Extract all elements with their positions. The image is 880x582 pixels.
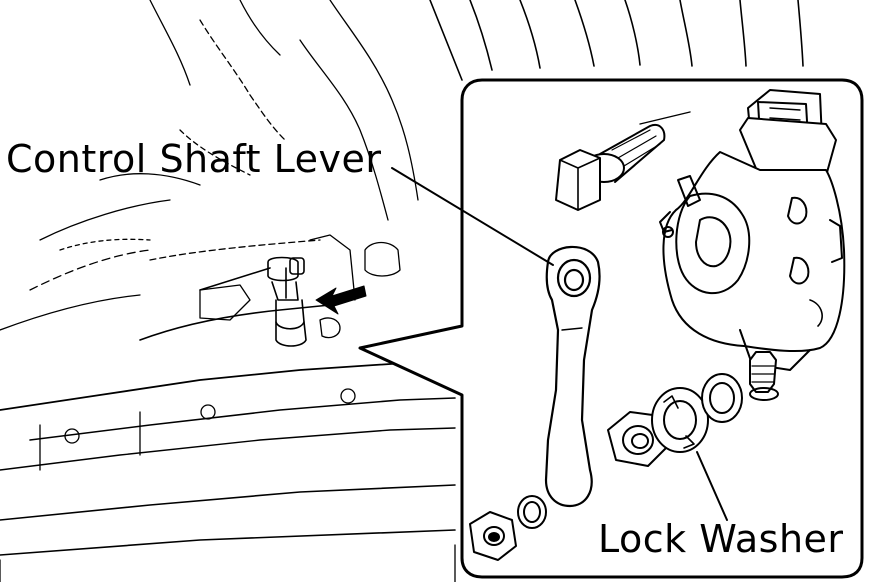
arrow-icon bbox=[315, 285, 367, 315]
split-lock-washer bbox=[517, 495, 547, 529]
bolt bbox=[555, 111, 691, 211]
label-lock-washer: Lock Washer bbox=[598, 517, 844, 561]
lock-washer-leader bbox=[696, 451, 728, 521]
control-shaft-lever-leader bbox=[391, 167, 554, 266]
control-shaft-lever bbox=[544, 245, 601, 508]
lock-washer-part bbox=[651, 387, 709, 453]
lever-nut bbox=[469, 511, 517, 561]
neutral-start-switch bbox=[659, 89, 846, 401]
transmission-housing bbox=[0, 0, 804, 582]
plain-washer bbox=[701, 373, 743, 423]
label-control-shaft-lever: Control Shaft Lever bbox=[6, 137, 382, 181]
shaft-assembly bbox=[199, 256, 307, 347]
